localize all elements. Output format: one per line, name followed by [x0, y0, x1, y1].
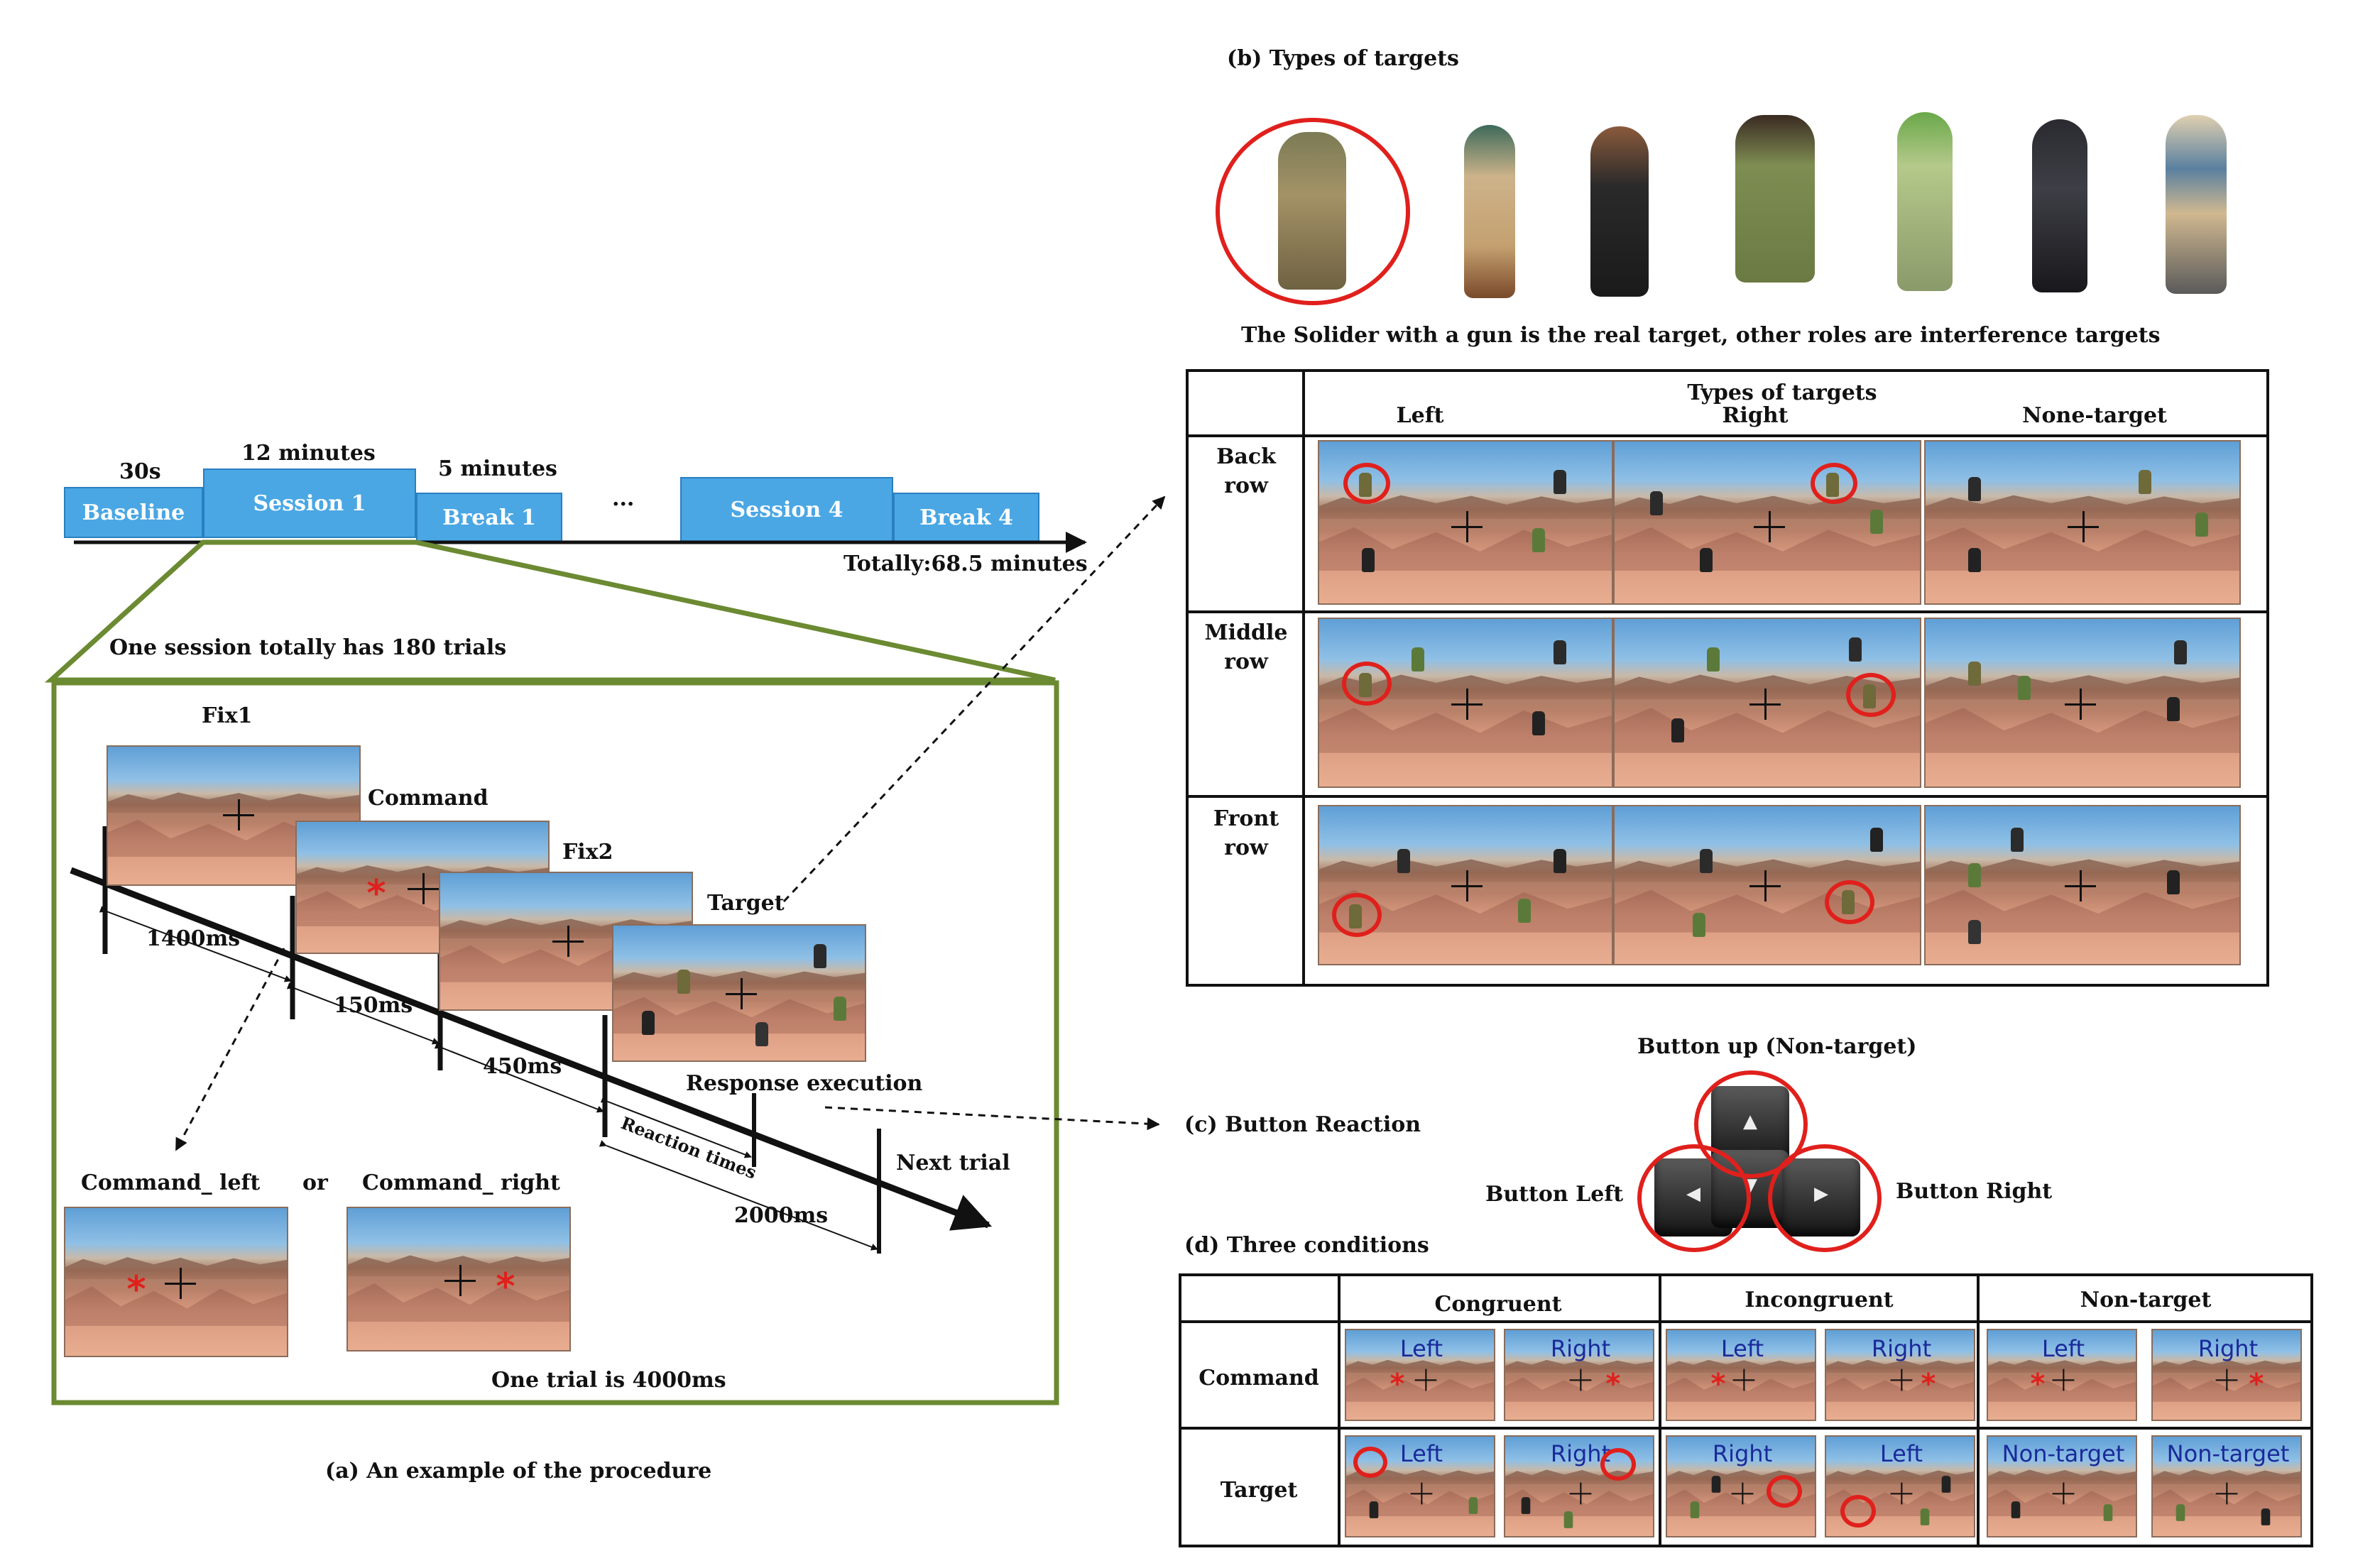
ring-up	[1694, 1070, 1808, 1178]
conditions-table	[1179, 1273, 2313, 1547]
ring-right	[1768, 1144, 1882, 1252]
row-back: Back row	[1216, 444, 1276, 498]
label-command-right: Command_ right	[362, 1170, 560, 1195]
character-dark-warrior	[2032, 119, 2087, 292]
character-fighter	[1590, 126, 1649, 297]
targets-note: The Solider with a gun is the real targe…	[1241, 323, 2161, 348]
label-1400ms: 1400ms	[146, 926, 241, 951]
scene-middle-left	[1318, 618, 1613, 788]
dashed-to-types	[782, 495, 1166, 903]
span-1400	[99, 906, 292, 982]
scene-back-none	[1924, 440, 2241, 605]
scene-back-right	[1613, 440, 1921, 605]
zoom-funnel	[44, 539, 1056, 683]
frame-label-target: Target	[707, 891, 785, 916]
label-150ms: 150ms	[334, 993, 413, 1018]
stimulus-command-left: *	[64, 1207, 288, 1357]
label-command-left: Command_ left	[81, 1170, 261, 1195]
row-target: Target	[1220, 1478, 1298, 1503]
frame-label-command: Command	[368, 786, 488, 811]
duration-label-baseline: 30s	[119, 459, 161, 484]
row-command: Command	[1199, 1366, 1319, 1391]
scene-front-none	[1924, 805, 2241, 965]
label-2000ms: 2000ms	[734, 1203, 829, 1228]
label-next-trial: Next trial	[896, 1151, 1010, 1175]
title-d: (d) Three conditions	[1184, 1233, 1429, 1258]
dashed-to-commands	[175, 948, 285, 1151]
block-break1: Break 1	[416, 493, 562, 542]
procedure-frame	[51, 680, 1059, 1405]
group-congruent: Congruent	[1434, 1292, 1562, 1317]
caption-a: (a) An example of the procedure	[325, 1459, 712, 1484]
real-target-highlight	[1216, 118, 1410, 305]
group-incongruent: Incongruent	[1745, 1288, 1894, 1312]
title-c: (c) Button Reaction	[1184, 1112, 1421, 1137]
soldier-with-gun	[1278, 132, 1346, 290]
row-middle: Middle row	[1204, 620, 1288, 674]
span-450	[434, 1042, 604, 1113]
cond-target-4: Left	[1825, 1435, 1975, 1537]
character-explorer	[1464, 125, 1515, 298]
stimulus-target	[612, 924, 866, 1062]
block-break4: Break 4	[893, 493, 1039, 542]
trial-duration-note: One trial is 4000ms	[491, 1368, 726, 1393]
scene-front-left	[1318, 805, 1613, 965]
cond-target-2: Right	[1504, 1435, 1654, 1537]
character-photographer	[2166, 115, 2227, 294]
col-none-target: None-target	[2022, 403, 2167, 428]
session-trials-note: One session totally has 180 trials	[109, 635, 507, 660]
span-150	[286, 982, 440, 1045]
cond-target-1: Left	[1345, 1435, 1495, 1537]
col-left: Left	[1396, 403, 1444, 428]
block-baseline: Baseline	[64, 487, 203, 538]
character-camo-soldier	[1735, 115, 1815, 283]
col-right: Right	[1722, 403, 1789, 428]
row-front: Front row	[1213, 806, 1279, 860]
duration-label-break1: 5 minutes	[438, 456, 557, 481]
cond-target-5: Non-target	[1987, 1435, 2137, 1537]
targets-table	[1186, 369, 2269, 987]
scene-middle-none	[1924, 618, 2241, 788]
cond-command-4: Right*	[1825, 1329, 1975, 1421]
label-response-execution: Response execution	[686, 1071, 923, 1096]
timeline-ellipsis: ...	[612, 486, 635, 511]
frame-label-fix2: Fix2	[562, 840, 613, 865]
header-types: Types of targets	[1687, 380, 1877, 405]
cond-target-6: Non-target	[2151, 1435, 2302, 1537]
title-b: (b) Types of targets	[1227, 46, 1459, 71]
stimulus-fix1	[107, 745, 361, 886]
scene-front-right	[1613, 805, 1921, 965]
stimulus-command-right: *	[346, 1207, 571, 1352]
label-button-up: Button up (Non-target)	[1637, 1034, 1917, 1059]
cond-command-3: Left*	[1666, 1329, 1816, 1421]
cond-command-5: Left*	[1987, 1329, 2137, 1421]
ring-left	[1637, 1144, 1751, 1252]
label-or: or	[302, 1170, 328, 1195]
block-session1: Session 1	[203, 468, 416, 538]
duration-label-session1: 12 minutes	[241, 441, 376, 466]
label-450ms: 450ms	[483, 1054, 562, 1079]
group-non-target: Non-target	[2080, 1288, 2212, 1312]
scene-back-left	[1318, 440, 1613, 605]
cond-command-1: Left*	[1345, 1329, 1495, 1421]
character-elf-archer	[1897, 112, 1953, 291]
cond-target-3: Right	[1666, 1435, 1816, 1537]
cond-command-2: Right*	[1504, 1329, 1654, 1421]
label-button-right: Button Right	[1896, 1179, 2053, 1204]
frame-label-fix1: Fix1	[202, 703, 253, 728]
dashed-to-buttons	[824, 1106, 1160, 1131]
span-2000	[599, 1140, 878, 1251]
total-duration: Totally:68.5 minutes	[844, 552, 1088, 576]
scene-middle-right	[1613, 618, 1921, 788]
cond-command-6: Right*	[2151, 1329, 2302, 1421]
label-button-left: Button Left	[1485, 1182, 1624, 1207]
